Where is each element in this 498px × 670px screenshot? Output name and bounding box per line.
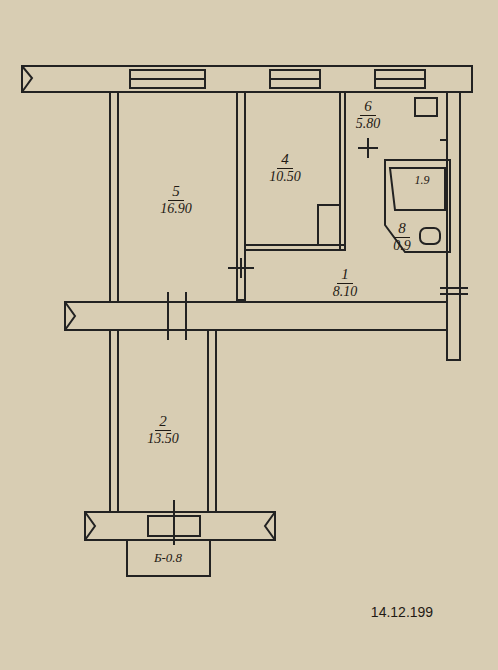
room-number-text: 4	[277, 151, 293, 169]
room-number: 6	[356, 97, 381, 116]
room: 213.50	[147, 412, 179, 447]
room-number: 2	[147, 412, 179, 431]
wall	[110, 92, 118, 302]
room-area: 16.90	[160, 201, 192, 218]
partition	[340, 92, 345, 250]
room-number-text: 1	[337, 266, 353, 284]
room-area: 0.9	[393, 238, 411, 255]
stove	[415, 98, 437, 116]
door-mark	[367, 138, 369, 158]
room-number: 5	[160, 182, 192, 201]
room-area: 5.80	[356, 116, 381, 133]
door-mark	[440, 287, 468, 289]
break-mark	[85, 512, 95, 540]
window-glass	[375, 78, 425, 80]
room-area: 8.10	[333, 284, 358, 301]
room: 516.90	[160, 182, 192, 217]
break-mark	[22, 66, 32, 92]
door-mark	[167, 292, 169, 340]
door-mark	[173, 500, 175, 545]
room-number: 8	[393, 219, 411, 238]
partition	[208, 330, 216, 512]
exterior-wall	[22, 66, 472, 92]
wall	[110, 330, 118, 512]
closet	[318, 205, 340, 245]
sink	[440, 139, 446, 141]
room: 65.80	[356, 97, 381, 132]
room-number-text: 6	[360, 98, 376, 116]
room: 410.50	[269, 150, 301, 185]
interior-wall	[65, 302, 447, 330]
area-label: Б-0.8	[154, 550, 182, 566]
balcony	[127, 540, 210, 576]
room-number-text: 8	[394, 220, 410, 238]
wall	[447, 92, 460, 360]
room-area: 10.50	[269, 169, 301, 186]
window	[270, 70, 320, 88]
window	[130, 70, 205, 88]
break-mark	[265, 512, 275, 540]
toilet	[420, 228, 440, 244]
bathtub	[390, 168, 445, 210]
room-number: 4	[269, 150, 301, 169]
room-number: 1	[333, 265, 358, 284]
window-glass	[130, 78, 205, 80]
window	[375, 70, 425, 88]
window-glass	[270, 78, 320, 80]
room: 18.10	[333, 265, 358, 300]
area-label: 1.9	[415, 173, 430, 188]
partition	[245, 249, 345, 251]
break-mark	[65, 302, 75, 330]
exterior-wall	[85, 512, 275, 540]
date-stamp: 14.12.199	[371, 604, 433, 620]
room-number-text: 2	[155, 413, 171, 431]
door-mark	[185, 292, 187, 340]
room: 80.9	[393, 219, 411, 254]
door-mark	[240, 258, 242, 278]
room-area: 13.50	[147, 431, 179, 448]
door-mark	[440, 293, 468, 295]
room-number-text: 5	[168, 183, 184, 201]
